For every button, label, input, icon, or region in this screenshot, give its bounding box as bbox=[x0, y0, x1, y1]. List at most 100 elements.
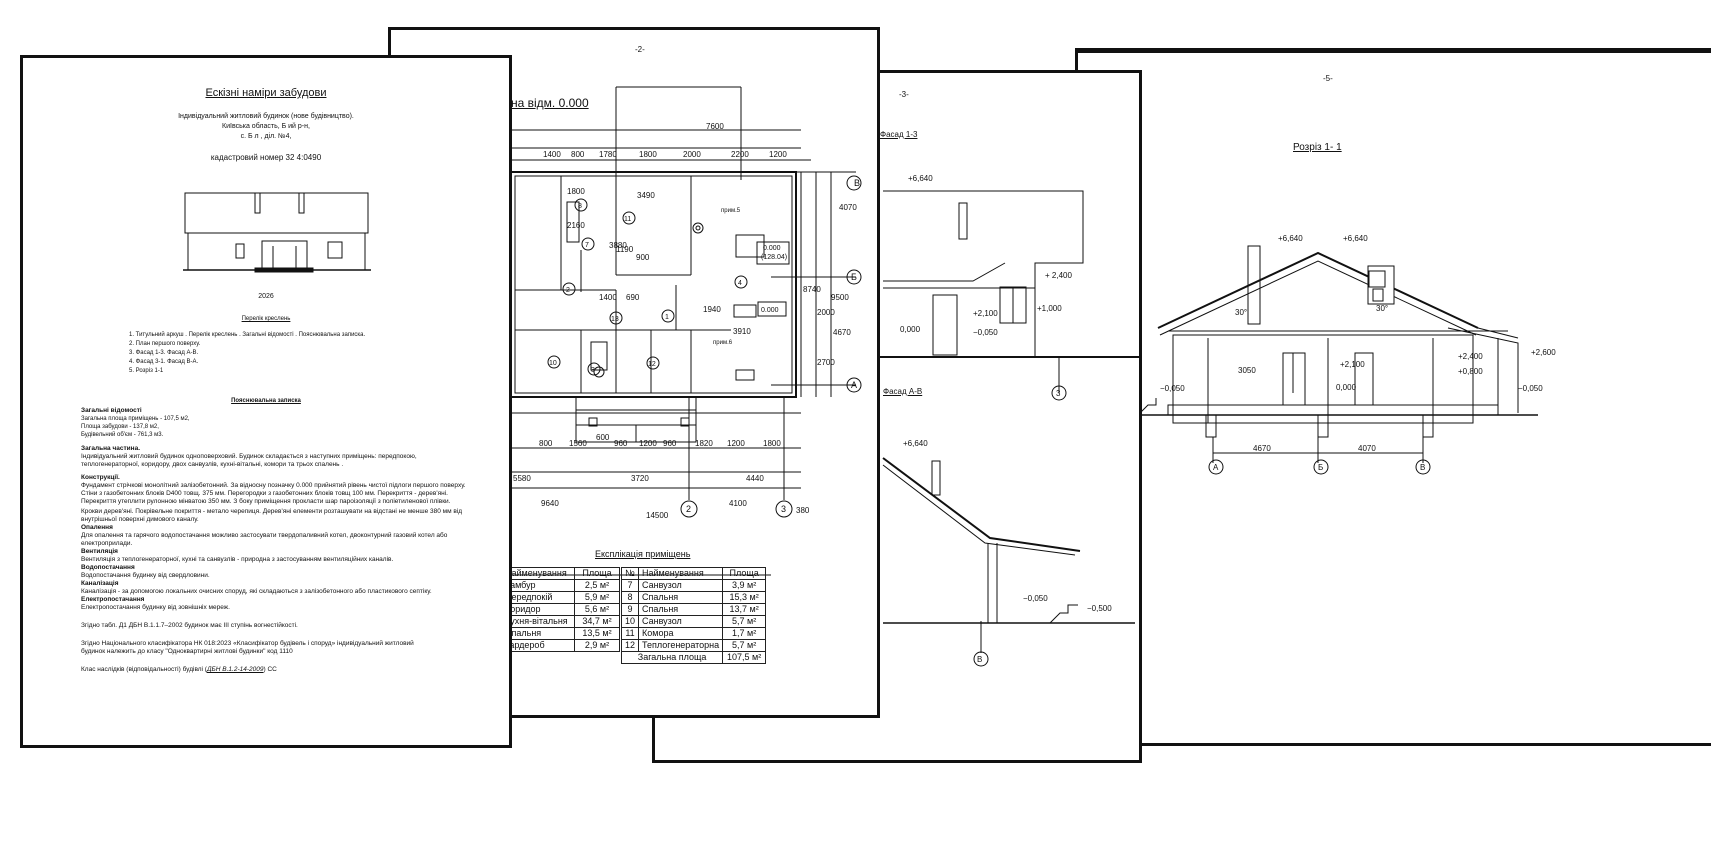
dim: 1940 bbox=[703, 305, 721, 314]
dim: 4070 bbox=[839, 203, 857, 212]
mark: 0,000 bbox=[1336, 383, 1357, 392]
paragraph: будинок належить до класу "Одноквартирні… bbox=[81, 648, 293, 655]
header-number: № bbox=[620, 567, 640, 580]
paragraph: Клас наслідків (відповідальності) будівл… bbox=[81, 666, 466, 674]
room-name: Коридор bbox=[501, 603, 575, 616]
dim: 1200 bbox=[639, 439, 657, 448]
section-heading: Загальні відомості bbox=[81, 407, 142, 414]
angle: 30° bbox=[1376, 304, 1388, 313]
dim: 3490 bbox=[637, 191, 655, 200]
note: прим.5 bbox=[721, 208, 741, 214]
mark: −0,500 bbox=[1087, 604, 1112, 613]
section-title: Розріз 1- 1 bbox=[1293, 142, 1342, 153]
page-number: -2- bbox=[635, 45, 645, 54]
room-name: Санвузол bbox=[638, 615, 724, 628]
level-mark: (128.04) bbox=[761, 254, 787, 261]
dbn-link[interactable]: ДБН В.1.2-14-2009 bbox=[206, 666, 264, 673]
mark: + 2,400 bbox=[1045, 271, 1072, 280]
paragraph: Згідно табл. Д1 ДБН В.1.1.7–2002 будинок… bbox=[81, 622, 298, 629]
section-heading: Вентиляція bbox=[81, 548, 118, 555]
room-number: 10 bbox=[549, 360, 557, 367]
axis-label: В bbox=[854, 178, 860, 188]
info-line: Площа забудови - 137,8 м2, bbox=[81, 424, 159, 430]
note: прим.6 bbox=[713, 340, 733, 346]
list-item: 4. Фасад 3-1. Фасад В-А. bbox=[129, 359, 199, 365]
house-thumbnail bbox=[183, 192, 371, 273]
list-item: 2. План першого поверху. bbox=[129, 341, 201, 347]
dim: 800 bbox=[571, 150, 585, 159]
room-name: Тамбур bbox=[501, 579, 575, 592]
room-area: 3,9 м² bbox=[722, 579, 767, 592]
drawings-list: 1. Титульний аркуш . Перелік креслень . … bbox=[129, 331, 365, 376]
consequence-text: ) СС bbox=[263, 666, 277, 673]
dim: 690 bbox=[626, 293, 640, 302]
cadastral-number: кадастровий номер 32 4:0490 bbox=[210, 153, 322, 162]
dim: 1820 bbox=[695, 439, 713, 448]
room-number: 2 bbox=[566, 287, 570, 294]
room-area: 34,7 м² bbox=[574, 615, 620, 628]
room-area: 13,7 м² bbox=[722, 603, 767, 616]
dim: 600 bbox=[596, 433, 610, 442]
mark: +2,600 bbox=[1531, 348, 1556, 357]
mark: +6,640 bbox=[1343, 234, 1368, 243]
note-title: Пояснювальна записка bbox=[231, 398, 301, 404]
info-line: Загальна площа приміщень - 107,5 м2, bbox=[81, 416, 190, 422]
explication-title: Експлікація приміщень bbox=[595, 549, 691, 559]
room-number: 4 bbox=[738, 280, 742, 287]
room-number: 11 bbox=[624, 216, 631, 223]
room-number: 10 bbox=[620, 615, 640, 628]
list-item: 3. Фасад 1-3. Фасад А-В. bbox=[129, 350, 199, 356]
paragraph: Для опалення та гарячого водопостачання … bbox=[81, 532, 448, 547]
year: 2026 bbox=[258, 293, 274, 300]
level-mark: 0.000 bbox=[761, 307, 779, 314]
dim: 7600 bbox=[706, 122, 724, 131]
axis-label: А bbox=[1213, 463, 1219, 472]
dim: 2000 bbox=[817, 308, 835, 317]
mark: +6,640 bbox=[903, 439, 928, 448]
info-line: Будівельний об'єм - 761,3 м3. bbox=[81, 432, 164, 438]
room-area: 2,5 м² bbox=[574, 579, 620, 592]
room-name: Спальня bbox=[501, 627, 575, 640]
axis-label: Б bbox=[1318, 463, 1323, 472]
list-item: 5. Розріз 1-1 bbox=[129, 368, 164, 374]
sheet-page-1: Ескізні наміри забудови Індивідуальний ж… bbox=[20, 55, 512, 748]
dim: 3880 bbox=[609, 241, 627, 250]
room-name: Санвузол bbox=[638, 579, 724, 592]
header-name: Найменування bbox=[501, 567, 575, 580]
mark: +1,000 bbox=[1037, 304, 1062, 313]
axis-label: 3 bbox=[1056, 389, 1061, 398]
dim: 1800 bbox=[567, 187, 585, 196]
room-area: 1,7 м² bbox=[722, 627, 767, 640]
room-name: Гардероб bbox=[501, 639, 575, 652]
header-area: Площа bbox=[722, 567, 767, 580]
dim: 4670 bbox=[833, 328, 851, 337]
room-number: 12 bbox=[648, 361, 656, 368]
section-heading: Конструкції. bbox=[81, 474, 120, 481]
room-area: 5,7 м² bbox=[722, 615, 767, 628]
project-address-2: с. Б л , діл. №4, bbox=[240, 133, 292, 140]
room-name: Спальня bbox=[638, 591, 724, 604]
section-heading: Електропостачання bbox=[81, 596, 145, 603]
room-number: 8 bbox=[578, 203, 582, 210]
dim: 960 bbox=[663, 439, 677, 448]
room-area: 5,6 м² bbox=[574, 603, 620, 616]
room-number: 1 bbox=[665, 314, 669, 321]
page-number: -3- bbox=[899, 90, 909, 99]
axis-label: В bbox=[1420, 463, 1425, 472]
room-number: 7 bbox=[585, 242, 589, 249]
dim: 800 bbox=[539, 439, 553, 448]
header-area: Площа bbox=[574, 567, 620, 580]
dim: 9640 bbox=[541, 499, 559, 508]
facade-1-3-title: Фасад 1-3 bbox=[880, 130, 918, 139]
